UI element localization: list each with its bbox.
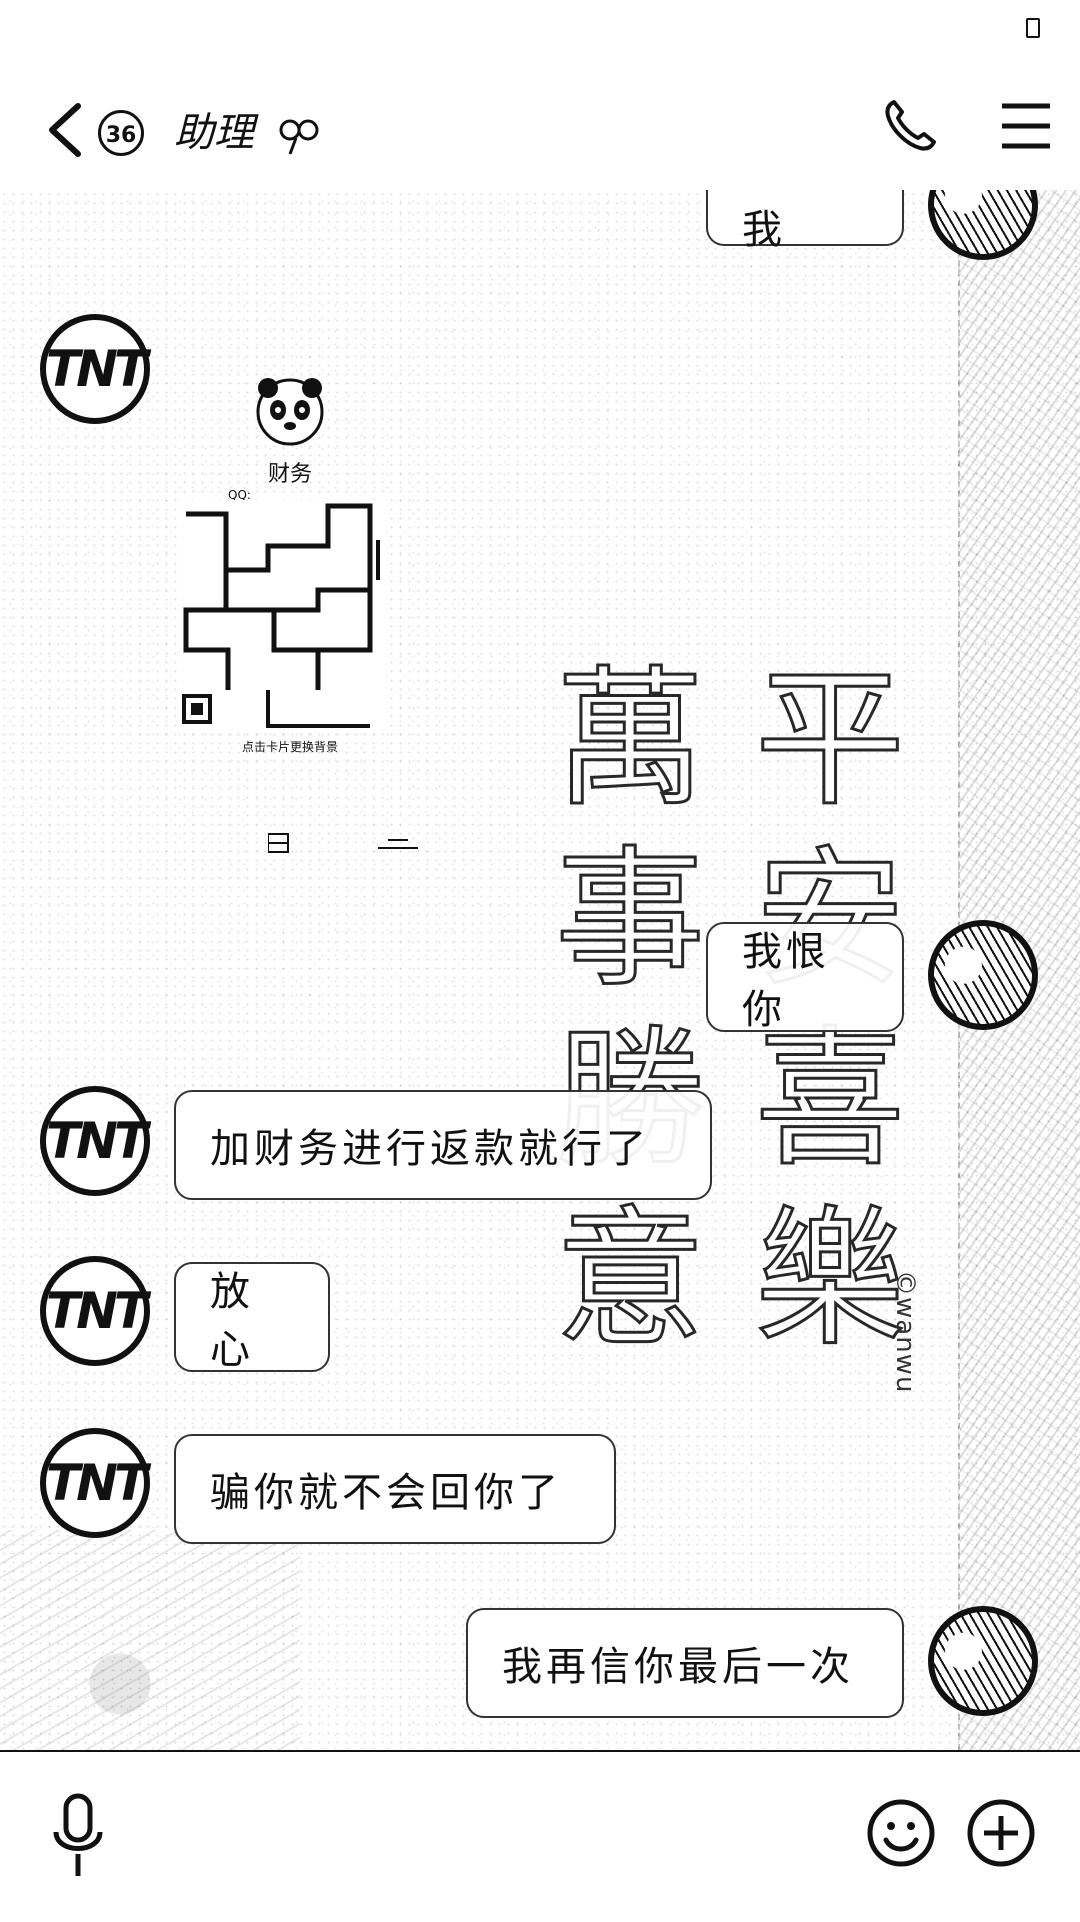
message-text: 我再信你最后一次	[502, 1644, 854, 1690]
menu-icon[interactable]	[1000, 98, 1052, 154]
pin-icon	[279, 119, 319, 155]
phone-icon[interactable]	[880, 96, 940, 156]
panda-avatar-icon	[256, 378, 324, 446]
my-avatar[interactable]	[928, 920, 1038, 1030]
avatar-logo: TNT	[45, 1112, 148, 1170]
emoji-icon[interactable]	[866, 1798, 936, 1868]
contact-avatar[interactable]: TNT	[40, 1256, 150, 1366]
avatar-logo: TNT	[45, 1454, 148, 1512]
avatar-logo: TNT	[45, 1282, 148, 1340]
calligraphy-char: 平	[753, 653, 906, 827]
chevron-left-icon[interactable]	[40, 100, 90, 160]
card-name: 财务	[267, 462, 312, 487]
battery-icon	[1026, 18, 1040, 38]
status-bar	[0, 0, 1080, 50]
card-hint: 点击卡片更换背景	[241, 740, 338, 754]
microphone-icon[interactable]	[50, 1792, 106, 1882]
input-bar	[0, 1750, 1080, 1922]
unread-count-badge[interactable]: 36	[98, 110, 144, 156]
calligraphy-char: 事	[553, 833, 706, 1007]
message-bubble[interactable]: 你骗我	[706, 190, 904, 253]
message-text: 放心	[210, 1269, 254, 1373]
calligraphy-char: 喜	[753, 1013, 906, 1187]
message-text: 我恨你	[742, 929, 830, 1033]
message-bubble[interactable]: 我恨你	[706, 922, 904, 1033]
contact-avatar[interactable]: TNT	[40, 1086, 150, 1196]
chat-title: 助理	[174, 110, 254, 156]
message-bubble[interactable]: 我再信你最后一次	[466, 1608, 904, 1718]
my-avatar[interactable]	[928, 1606, 1038, 1716]
background-watermark: ©wanwu	[890, 1270, 920, 1394]
chat-area[interactable]: 萬 平 事 安 勝 喜 意 樂 ©wanwu 你骗我 TNT 财务 QQ:	[0, 190, 1080, 1750]
avatar-logo: TNT	[45, 340, 148, 398]
contact-avatar[interactable]: TNT	[40, 1428, 150, 1538]
plus-icon[interactable]	[966, 1798, 1036, 1868]
message-text: 加财务进行返款就行了	[210, 1126, 650, 1172]
message-bubble[interactable]: 骗你就不会回你了	[174, 1434, 616, 1544]
calligraphy-char: 樂	[753, 1193, 906, 1367]
message-bubble[interactable]: 放心	[174, 1262, 330, 1373]
message-bubble[interactable]: 加财务进行返款就行了	[174, 1090, 712, 1200]
qr-code-icon	[178, 500, 388, 730]
contact-avatar[interactable]: TNT	[40, 314, 150, 424]
card-qq-label: QQ:	[228, 488, 251, 502]
contact-card[interactable]: 财务 QQ: 点击卡片更换背景	[160, 370, 460, 890]
message-text: 你骗我	[742, 190, 826, 253]
card-actions	[268, 833, 418, 853]
background-calligraphy: 萬 平 事 安 勝 喜 意 樂	[530, 650, 930, 1370]
background-decoration	[0, 1530, 300, 1750]
chat-header: 36 助理	[0, 70, 1080, 192]
calligraphy-char: 萬	[553, 653, 706, 827]
calligraphy-char: 意	[553, 1193, 706, 1367]
message-text: 骗你就不会回你了	[210, 1470, 562, 1516]
